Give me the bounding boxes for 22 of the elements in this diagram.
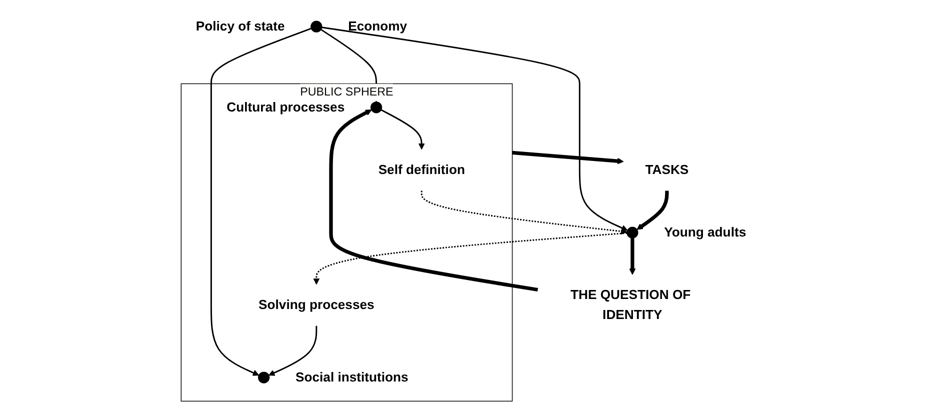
node-label: Economy — [348, 18, 408, 34]
node-label: Policy of state — [196, 18, 285, 34]
arrow — [329, 110, 538, 292]
arrow — [512, 150, 624, 164]
arrow — [629, 238, 636, 275]
node-text: THE QUESTION OF IDENTITY — [570, 288, 691, 322]
arrow — [636, 190, 669, 230]
node-text: Self definition — [378, 162, 465, 177]
node-label: Cultural processes — [226, 100, 345, 114]
node-circle — [258, 372, 270, 384]
arrow — [268, 326, 318, 376]
node-label: Social institutions — [295, 370, 408, 384]
node-text: Solving processes — [258, 297, 374, 312]
arrow — [380, 109, 425, 150]
node-circle — [370, 102, 382, 114]
node-circle — [626, 226, 638, 238]
node-text: TASKS — [645, 162, 689, 177]
arrow — [313, 232, 628, 285]
node-label: Young adults — [664, 224, 746, 240]
node-circle — [310, 20, 322, 32]
arrow — [420, 190, 628, 235]
arrow — [210, 28, 312, 376]
